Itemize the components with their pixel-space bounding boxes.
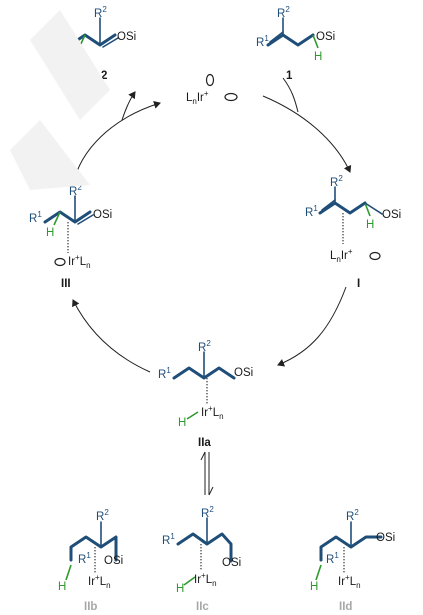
- h-label: H: [310, 581, 318, 593]
- r1-label: R1: [158, 366, 171, 381]
- vacant-site-orbital: [369, 251, 381, 261]
- compound-number-IIb: IIb: [84, 601, 97, 613]
- r1-label: R1: [29, 210, 42, 225]
- catalyst-lnir: LnIr+: [186, 73, 238, 106]
- irln-label: Ir+Ln: [194, 571, 217, 588]
- intermediate-IIc: R1 R2 OSi Ir+Ln H IIc: [162, 505, 241, 613]
- cycle-arrow-3: [72, 299, 151, 373]
- osi-label: OSi: [316, 31, 335, 43]
- r1-label: R1: [78, 551, 91, 566]
- vacant-site-orbital: [224, 92, 238, 102]
- r2-label: R2: [277, 5, 290, 20]
- compound-number-2: 2: [101, 70, 107, 82]
- osi-label: OSi: [93, 209, 112, 221]
- osi-label: OSi: [222, 557, 241, 569]
- r1-label: R1: [61, 34, 74, 49]
- lnir-label: LnIr+: [186, 89, 209, 106]
- equilibrium-arrows: [200, 451, 214, 496]
- lnir-label: LnIr+: [330, 247, 353, 264]
- compound-number-I: I: [357, 278, 360, 290]
- irln-label: Ir+Ln: [88, 573, 111, 590]
- h-label: H: [58, 581, 66, 593]
- intermediate-IId: R2 R1 OSi H Ir+Ln IId: [310, 508, 395, 613]
- product-exit-arrow: [121, 91, 136, 121]
- compound-number-IIc: IIc: [196, 601, 209, 613]
- r1-label: R1: [162, 532, 175, 547]
- h-label: H: [72, 51, 80, 63]
- vacant-site-orbital: [205, 73, 215, 87]
- r1-label: R1: [326, 551, 339, 566]
- r2-label: R2: [94, 5, 107, 20]
- r2-label: R2: [201, 505, 214, 520]
- irln-label: Ir+Ln: [68, 253, 91, 270]
- r2-label: R2: [330, 174, 343, 189]
- r2-label: R2: [346, 508, 359, 523]
- compound-1: R1 R2 OSi H 1: [256, 5, 335, 82]
- r1-label: R1: [305, 204, 318, 219]
- r1-label: R1: [256, 34, 269, 49]
- osi-label: OSi: [234, 367, 253, 379]
- osi-label: OSi: [376, 532, 395, 544]
- osi-label: OSi: [104, 555, 123, 567]
- cycle-arrow-4: [72, 100, 161, 186]
- intermediate-IIa: R1 R2 OSi Ir+Ln H IIa: [158, 339, 253, 449]
- cycle-arrow-2: [277, 286, 347, 367]
- r2-label: R2: [69, 183, 82, 198]
- h-label: H: [178, 417, 186, 429]
- osi-label: OSi: [382, 209, 401, 221]
- compound-2: R1 R2 OSi H 2: [61, 5, 136, 82]
- intermediate-IIb: R2 R1 OSi H Ir+Ln IIb: [58, 508, 123, 613]
- h-label: H: [46, 227, 54, 239]
- substrate-entry-arrow: [282, 77, 299, 113]
- h-label: H: [314, 51, 322, 63]
- h-label: H: [176, 583, 184, 595]
- compound-number-IIa: IIa: [198, 437, 211, 449]
- compound-number-IId: IId: [339, 601, 352, 613]
- compound-number-1: 1: [286, 70, 293, 82]
- r2-label: R2: [96, 508, 109, 523]
- compound-number-III: III: [61, 278, 71, 290]
- irln-label: Ir+Ln: [201, 404, 224, 421]
- intermediate-I: R1 R2 OSi H LnIr+ I: [305, 174, 401, 290]
- vacant-site-orbital: [54, 257, 66, 267]
- r2-label: R2: [198, 339, 211, 354]
- irln-label: Ir+Ln: [338, 573, 361, 590]
- h-label: H: [366, 219, 374, 231]
- intermediate-III: R1 R2 OSi H Ir+Ln III: [29, 183, 112, 290]
- osi-label: OSi: [117, 31, 136, 43]
- cycle-arrow-1: [262, 95, 352, 173]
